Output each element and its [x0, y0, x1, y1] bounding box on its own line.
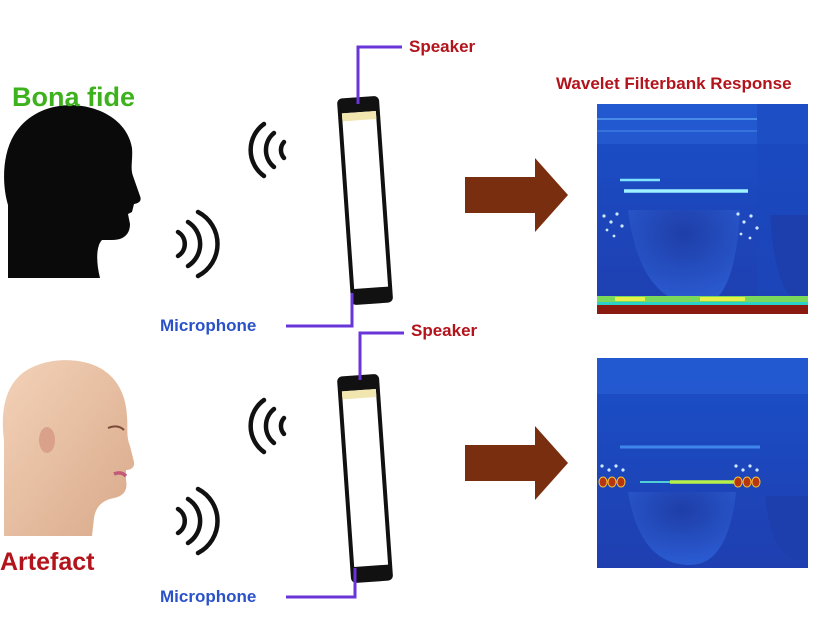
artefact-sound-waves-bottom — [175, 486, 220, 556]
spectrogram-title: Wavelet Filterbank Response — [556, 74, 792, 93]
bonafide-head-icon — [4, 105, 141, 278]
artefact-microphone-leader — [286, 568, 357, 599]
bonafide-speaker-leader — [356, 45, 402, 104]
bonafide-microphone-label: Microphone — [160, 316, 257, 335]
artefact-sound-waves-top — [248, 397, 287, 455]
artefact-head-icon — [2, 360, 135, 536]
bonafide-arrow — [465, 158, 568, 232]
bonafide-sound-waves-bottom — [175, 209, 220, 279]
bonafide-sound-waves-top — [248, 121, 287, 179]
artefact-microphone-label: Microphone — [160, 587, 257, 606]
bonafide-phone — [337, 96, 393, 305]
artefact-label: Artefact — [0, 548, 95, 576]
bonafide-speaker-label: Speaker — [409, 37, 476, 56]
bonafide-label: Bona fide — [12, 82, 136, 112]
bonafide-spectrogram — [597, 104, 808, 314]
artefact-speaker-label: Speaker — [411, 321, 478, 340]
artefact-phone — [337, 374, 393, 583]
bonafide-microphone-leader — [286, 293, 354, 328]
artefact-speaker-leader — [358, 331, 404, 380]
artefact-arrow — [465, 426, 568, 500]
artefact-spectrogram — [597, 358, 808, 568]
